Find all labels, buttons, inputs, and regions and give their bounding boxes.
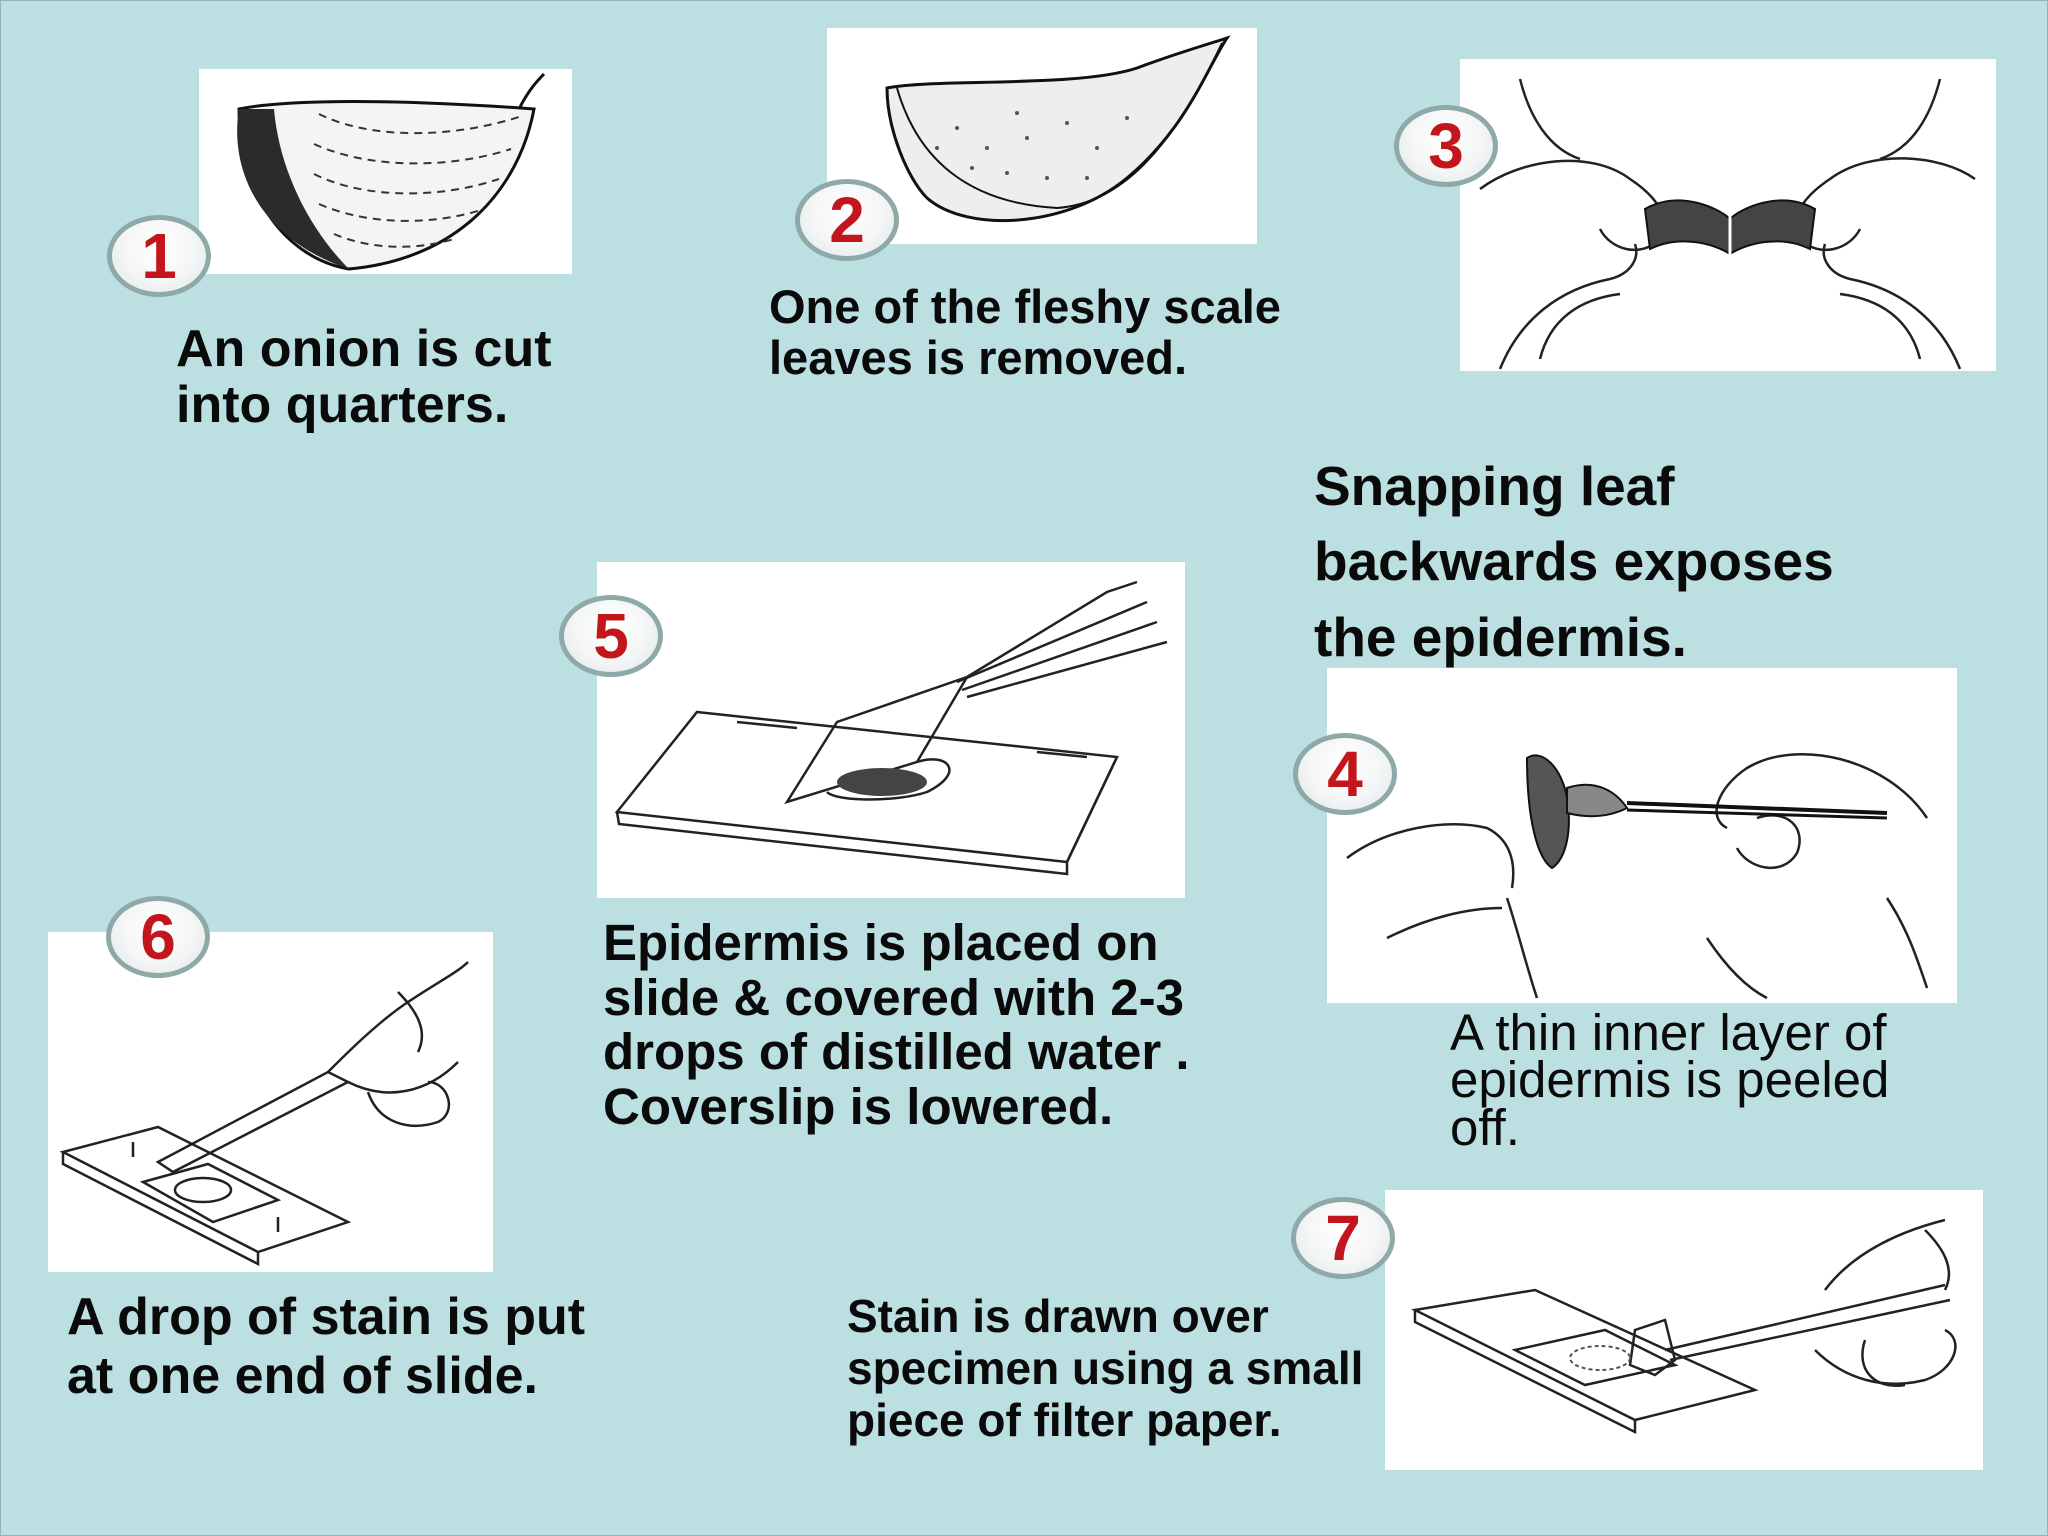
onion-quarter-drawing xyxy=(237,72,546,271)
peeling-epidermis-drawing xyxy=(1346,753,1929,1000)
step-3-badge: 3 xyxy=(1394,105,1498,187)
caption-line: One of the fleshy scale xyxy=(769,280,1281,333)
step-7-caption: Stain is drawn over specimen using a sma… xyxy=(847,1290,1364,1447)
scale-leaf-drawing xyxy=(885,35,1231,223)
caption-line: A thin inner layer of xyxy=(1450,1004,1887,1061)
caption-line: at one end of slide. xyxy=(67,1346,538,1405)
caption-line: Epidermis is placed on xyxy=(603,914,1159,971)
caption-line: slide & covered with 2-3 xyxy=(603,968,1185,1026)
step-2-caption: One of the fleshy scale leaves is remove… xyxy=(769,280,1281,384)
step-6-badge: 6 xyxy=(106,896,210,978)
hands-snapping-leaf-illustration xyxy=(1460,59,1996,371)
filter-paper-drawing xyxy=(1411,1218,1957,1435)
step-2-badge: 2 xyxy=(795,179,899,261)
step-1-badge: 1 xyxy=(107,215,211,297)
step-7-badge: 7 xyxy=(1291,1197,1395,1279)
caption-line: into quarters. xyxy=(176,376,509,435)
filter-paper-illustration xyxy=(1385,1190,1983,1470)
slide-coverslip-drawing xyxy=(614,580,1168,876)
dropper-on-slide-drawing xyxy=(59,961,469,1267)
step-6-caption: A drop of stain is put at one end of sli… xyxy=(67,1288,585,1406)
dropper-on-slide-illustration xyxy=(48,932,493,1272)
caption-line: off. xyxy=(1450,1098,1520,1156)
caption-line: Snapping leaf xyxy=(1314,455,1675,517)
caption-line: backwards exposes xyxy=(1314,530,1834,593)
onion-quarter-illustration xyxy=(199,69,572,274)
caption-line: the epidermis. xyxy=(1314,605,1687,668)
peeling-epidermis-illustration xyxy=(1327,668,1957,1003)
caption-line: leaves is removed. xyxy=(769,330,1188,384)
step-4-badge: 4 xyxy=(1293,733,1397,815)
step-4-caption: A thin inner layer of epidermis is peele… xyxy=(1450,1004,1890,1156)
caption-line: A drop of stain is put xyxy=(67,1288,586,1346)
hands-snapping-leaf-drawing xyxy=(1479,78,1976,370)
step-5-badge: 5 xyxy=(559,595,663,677)
step-1-caption: An onion is cut into quarters. xyxy=(176,321,552,433)
step-3-caption: Snapping leaf backwards exposes the epid… xyxy=(1314,449,1834,675)
caption-line: piece of filter paper. xyxy=(847,1393,1282,1446)
caption-line: drops of distilled water . xyxy=(603,1023,1190,1081)
caption-line: specimen using a small xyxy=(847,1341,1364,1394)
slide-coverslip-illustration xyxy=(597,562,1185,898)
caption-line: Stain is drawn over xyxy=(847,1290,1269,1342)
caption-line: An onion is cut xyxy=(176,320,552,378)
caption-line: epidermis is peeled xyxy=(1450,1051,1890,1109)
step-5-caption: Epidermis is placed on slide & covered w… xyxy=(603,914,1190,1135)
scale-leaf-illustration xyxy=(827,28,1257,244)
caption-line: Coverslip is lowered. xyxy=(603,1077,1114,1135)
